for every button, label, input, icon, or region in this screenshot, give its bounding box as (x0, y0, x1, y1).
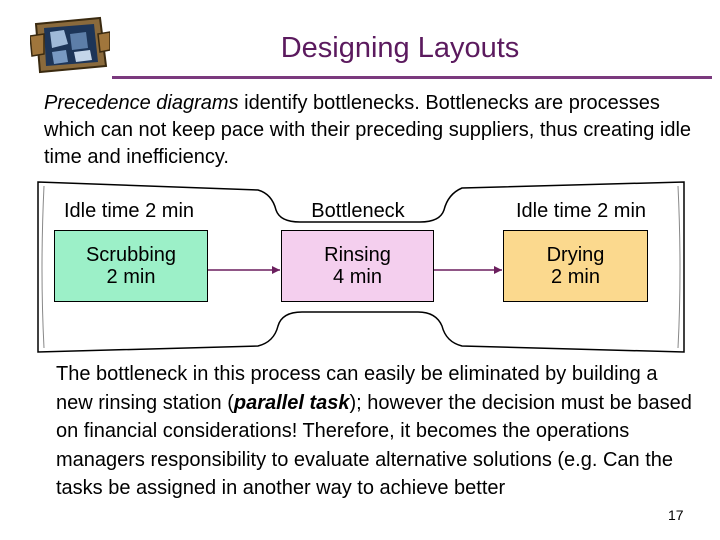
station-time: 2 min (106, 266, 156, 288)
station-scrubbing: Scrubbing 2 min (54, 230, 208, 302)
station-time: 4 min (333, 266, 382, 288)
arrowhead-2 (494, 266, 502, 274)
conclusion-text-1: The bottleneck in this process can easil… (56, 363, 658, 414)
conclusion-text-2: ); however the decision must be based on… (56, 391, 692, 500)
title-divider (112, 76, 712, 79)
page-title: Designing Layouts (280, 32, 520, 64)
station-name: Drying (546, 244, 605, 266)
puzzle-logo-icon (30, 16, 110, 74)
conclusion-paragraph: The bottleneck in this process can easil… (56, 360, 696, 503)
page-number: 17 (668, 507, 684, 523)
arrowhead-1 (272, 266, 280, 274)
station-time: 2 min (551, 266, 600, 288)
intro-paragraph: Precedence diagrams identify bottlenecks… (44, 90, 704, 171)
station-name: Scrubbing (85, 244, 177, 266)
bottleneck-label: Bottleneck (311, 200, 405, 222)
conclusion-emphasis: parallel task (233, 391, 350, 414)
station-rinsing: Rinsing 4 min (281, 230, 434, 302)
station-name: Rinsing (324, 244, 391, 266)
intro-term: Precedence diagrams (44, 92, 239, 114)
idle-time-label-left: Idle time 2 min (63, 200, 195, 222)
idle-time-label-right: Idle time 2 min (515, 200, 647, 222)
intro-text: identify bottlenecks. Bottlenecks are pr… (44, 92, 692, 168)
station-drying: Drying 2 min (503, 230, 648, 302)
